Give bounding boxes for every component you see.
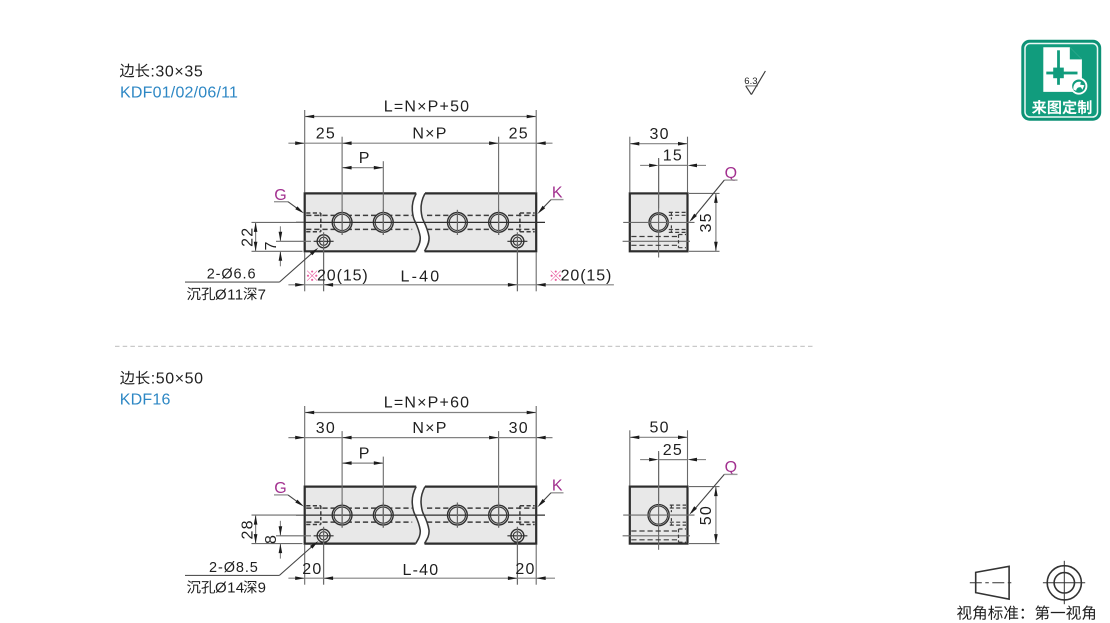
svg-text:L=N×P+60: L=N×P+60	[384, 395, 471, 412]
svg-text:L-40: L-40	[400, 269, 441, 286]
svg-text:L=N×P+50: L=N×P+50	[384, 99, 471, 116]
svg-text:30: 30	[509, 420, 529, 437]
svg-text:28: 28	[240, 519, 257, 539]
svg-text:2-Ø8.5: 2-Ø8.5	[209, 560, 259, 576]
svg-text:Ø11: Ø11	[215, 286, 243, 303]
svg-text:25: 25	[316, 125, 336, 142]
svg-text::30×35: :30×35	[150, 63, 203, 80]
svg-text:Q: Q	[725, 165, 737, 182]
svg-text:25: 25	[663, 442, 683, 459]
svg-text:20: 20	[302, 561, 322, 578]
svg-text:30: 30	[649, 126, 669, 143]
svg-text:KDF16: KDF16	[120, 391, 171, 408]
svg-text:22: 22	[240, 227, 257, 247]
svg-text:7: 7	[263, 240, 280, 250]
svg-text:15: 15	[663, 148, 683, 165]
svg-text:P: P	[359, 150, 371, 167]
svg-text:8: 8	[263, 534, 280, 544]
svg-text:Ø14: Ø14	[215, 580, 245, 597]
svg-text::50×50: :50×50	[151, 371, 204, 388]
svg-text:G: G	[274, 480, 286, 497]
svg-text:Q: Q	[725, 459, 737, 476]
svg-text:N×P: N×P	[412, 420, 447, 437]
svg-text:9: 9	[258, 580, 266, 597]
svg-text:6.3: 6.3	[744, 76, 757, 87]
svg-text:20(15): 20(15)	[317, 267, 369, 284]
svg-text:G: G	[274, 187, 286, 204]
svg-text:KDF01/02/06/11: KDF01/02/06/11	[120, 84, 238, 101]
svg-text:K: K	[552, 478, 563, 495]
svg-text:N×P: N×P	[412, 125, 447, 142]
svg-text:7: 7	[258, 286, 266, 303]
svg-text:30: 30	[316, 420, 336, 437]
svg-text:L-40: L-40	[402, 562, 439, 579]
svg-text:P: P	[359, 445, 371, 462]
svg-text:2-Ø6.6: 2-Ø6.6	[207, 267, 257, 283]
svg-text:K: K	[552, 184, 563, 201]
svg-text:50: 50	[649, 420, 669, 437]
svg-text:35: 35	[698, 212, 715, 232]
svg-text:20: 20	[515, 561, 535, 578]
svg-text:20(15): 20(15)	[561, 267, 613, 284]
svg-text:50: 50	[698, 505, 715, 525]
svg-text:25: 25	[509, 125, 529, 142]
